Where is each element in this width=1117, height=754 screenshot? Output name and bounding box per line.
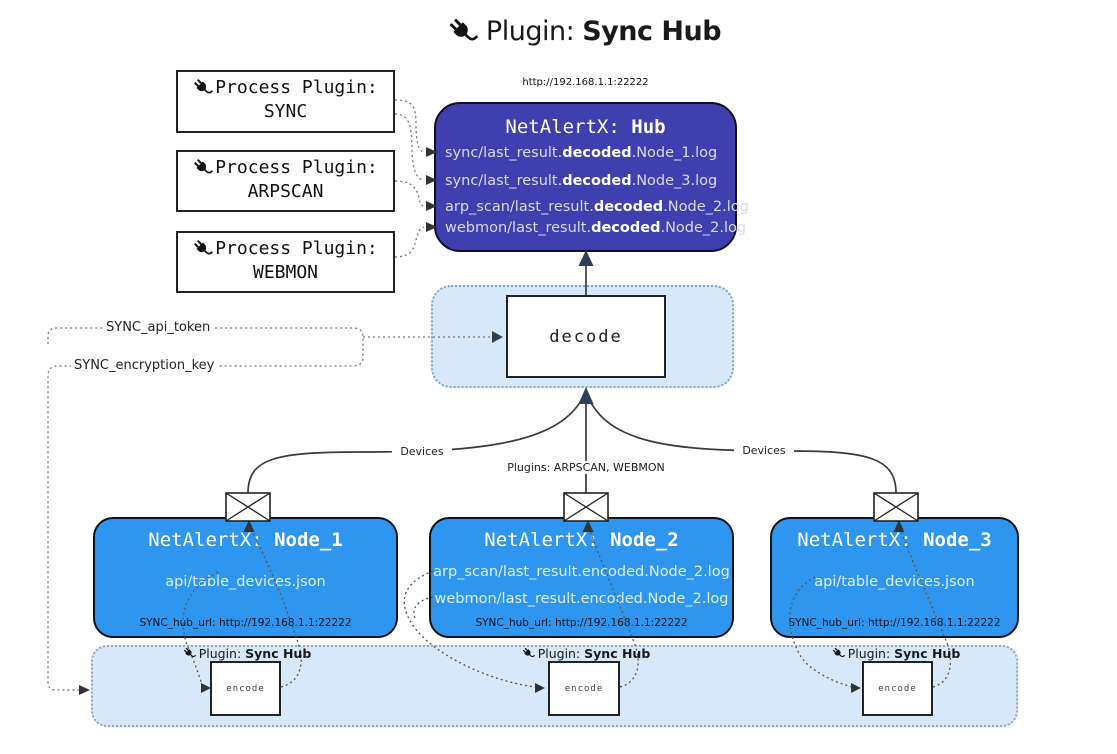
node-file: api/table_devices.json [814, 574, 975, 590]
node-title: NetAlertX: Node_2 [484, 529, 679, 551]
encode-box-3: encode [862, 661, 933, 716]
plug-icon [448, 17, 478, 47]
node-file: api/table_devices.json [165, 574, 326, 590]
arrowhead-into-hub [578, 250, 594, 266]
encode-plugin-label-2: Plugin: Sync Hub [496, 645, 676, 661]
process-plugin-name: SYNC [263, 101, 308, 122]
node-hub-url: SYNC_hub_url: http://192.168.1.1:22222 [788, 617, 1001, 629]
hub-log-line: sync/last_result.decoded.Node_3.log [445, 173, 718, 189]
hub-log-line: arp_scan/last_result.decoded.Node_2.log [445, 199, 749, 215]
process-plugin-name: ARPSCAN [247, 181, 324, 202]
node-1-box: NetAlertX: Node_1 api/table_devices.json… [93, 517, 398, 638]
edge-label-devices-right: Devices [734, 444, 794, 457]
plug-icon [183, 647, 196, 660]
plug-icon [193, 78, 213, 98]
process-plugin-name: WEBMON [252, 262, 319, 283]
node-file: arp_scan/last_result.encoded.Node_2.log [433, 564, 730, 580]
process-plugin-box-arpscan: Process Plugin: ARPSCAN [176, 150, 395, 212]
edge-sync-hubline2 [394, 113, 425, 181]
node-title: NetAlertX: Node_3 [797, 529, 992, 551]
node-title: NetAlertX: Node_1 [148, 529, 343, 551]
plug-icon [522, 647, 535, 660]
process-plugin-label: Process Plugin: [215, 77, 378, 98]
process-plugin-box-sync: Process Plugin: SYNC [176, 70, 395, 133]
arrowhead-settings-bottom [79, 685, 90, 695]
edge-label-plugins: Plugins: ARPSCAN, WEBMON [496, 461, 676, 474]
edge-webmon-hubline4 [394, 226, 425, 258]
edge-label-devices-left: Devices [392, 445, 452, 458]
node-hub-url: SYNC_hub_url: http://192.168.1.1:22222 [139, 617, 352, 629]
encode-plugin-label-3: Plugin: Sync Hub [806, 645, 986, 661]
node-file: webmon/last_result.encoded.Node_2.log [434, 591, 729, 607]
process-plugin-label: Process Plugin: [215, 238, 378, 259]
sync-encryption-key-label: SYNC_encryption_key [71, 358, 218, 373]
node-hub-url: SYNC_hub_url: http://192.168.1.1:22222 [475, 617, 688, 629]
hub-title: NetAlertX: Hub [505, 116, 666, 138]
encode-plugin-label-1: Plugin: Sync Hub [157, 645, 337, 661]
process-plugin-label: Process Plugin: [215, 157, 378, 178]
plug-icon [193, 239, 213, 259]
hub-url: http://192.168.1.1:22222 [522, 77, 649, 88]
hub-log-line: webmon/last_result.decoded.Node_2.log [445, 220, 747, 236]
hub-box: NetAlertX: Hub sync/last_result.decoded.… [434, 102, 749, 252]
process-plugin-box-webmon: Process Plugin: WEBMON [176, 231, 395, 293]
arrowhead-into-decode [578, 387, 594, 404]
plug-icon [832, 647, 845, 660]
diagram-title: Plugin: Sync Hub [52, 16, 1117, 47]
decode-box: decode [506, 295, 666, 378]
encode-box-1: encode [210, 661, 281, 716]
sync-api-token-label: SYNC_api_token [103, 320, 214, 335]
node-2-box: NetAlertX: Node_2 arp_scan/last_result.e… [429, 517, 734, 638]
edge-arpscan-hubline3 [394, 180, 425, 207]
plug-icon [193, 158, 213, 178]
hub-log-line: sync/last_result.decoded.Node_1.log [445, 145, 718, 161]
node-3-box: NetAlertX: Node_3 api/table_devices.json… [770, 517, 1019, 638]
page-title: Plugin: Sync Hub [485, 16, 722, 47]
edge-sync-hubline1 [394, 99, 425, 153]
encode-box-2: encode [548, 661, 620, 716]
